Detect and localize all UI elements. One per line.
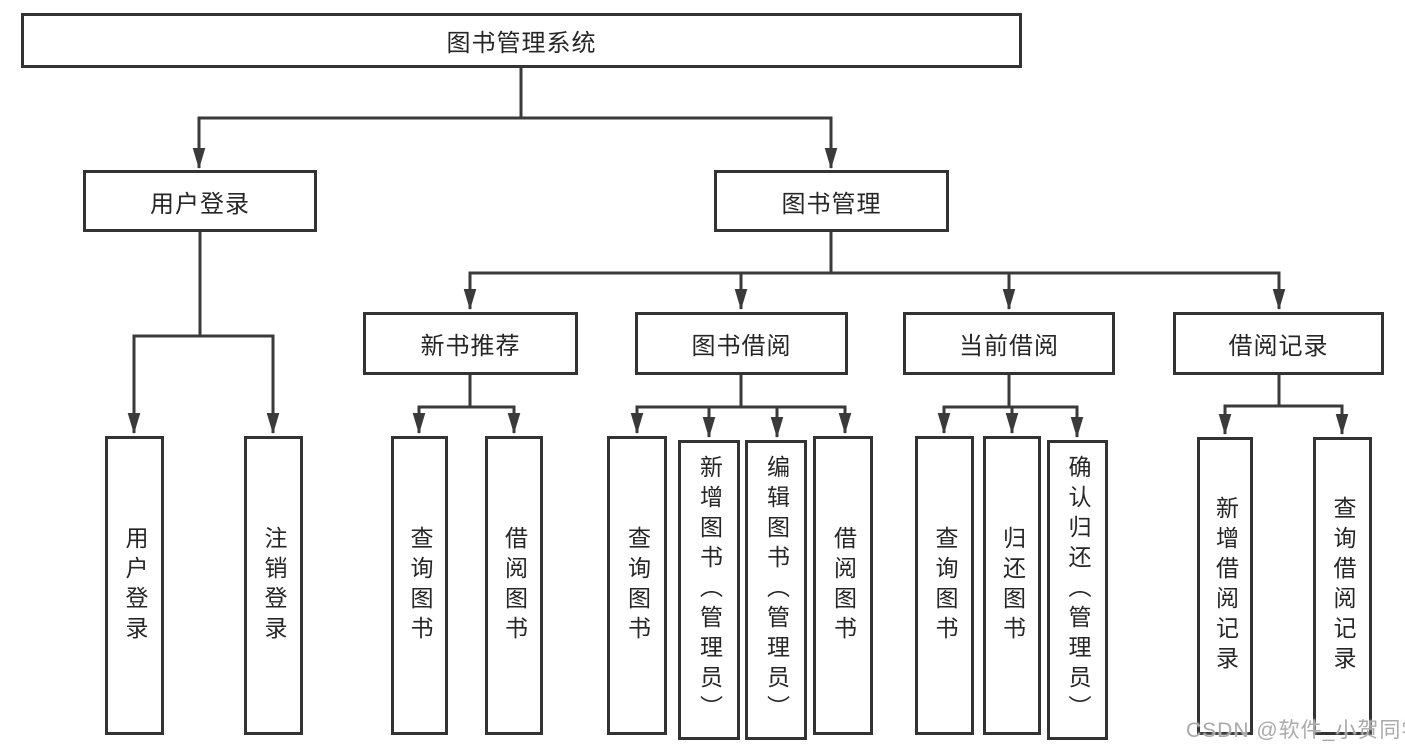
- leaf-add-book-admin: 新增图书（管理员）: [678, 440, 740, 740]
- node-user-login: 用户登录: [83, 170, 317, 232]
- leaf-logout: 注销登录: [244, 436, 303, 735]
- node-book-management: 图书管理: [714, 170, 949, 232]
- leaf-query-borrow-record: 查询借阅记录: [1313, 437, 1372, 735]
- leaf-query-books-current: 查询图书: [915, 436, 974, 735]
- leaf-user-login: 用户登录: [105, 436, 164, 735]
- leaf-query-books-borrow: 查询图书: [607, 436, 667, 735]
- leaf-edit-book-admin: 编辑图书（管理员）: [745, 440, 807, 740]
- leaf-borrow-books-recommend: 借阅图书: [485, 436, 543, 735]
- leaf-query-books-recommend: 查询图书: [391, 436, 448, 735]
- leaf-confirm-return-admin: 确认归还（管理员）: [1047, 440, 1108, 740]
- node-book-borrow: 图书借阅: [635, 312, 848, 375]
- csdn-watermark: CSDN @软件_小贺同学: [1186, 719, 1405, 742]
- node-current-borrow: 当前借阅: [903, 312, 1115, 375]
- leaf-return-book: 归还图书: [983, 436, 1041, 735]
- node-borrow-records: 借阅记录: [1173, 312, 1384, 375]
- node-library-management-system: 图书管理系统: [21, 13, 1022, 68]
- node-new-book-recommend: 新书推荐: [363, 312, 578, 375]
- leaf-borrow-books: 借阅图书: [813, 436, 873, 735]
- leaf-add-borrow-record: 新增借阅记录: [1197, 437, 1253, 735]
